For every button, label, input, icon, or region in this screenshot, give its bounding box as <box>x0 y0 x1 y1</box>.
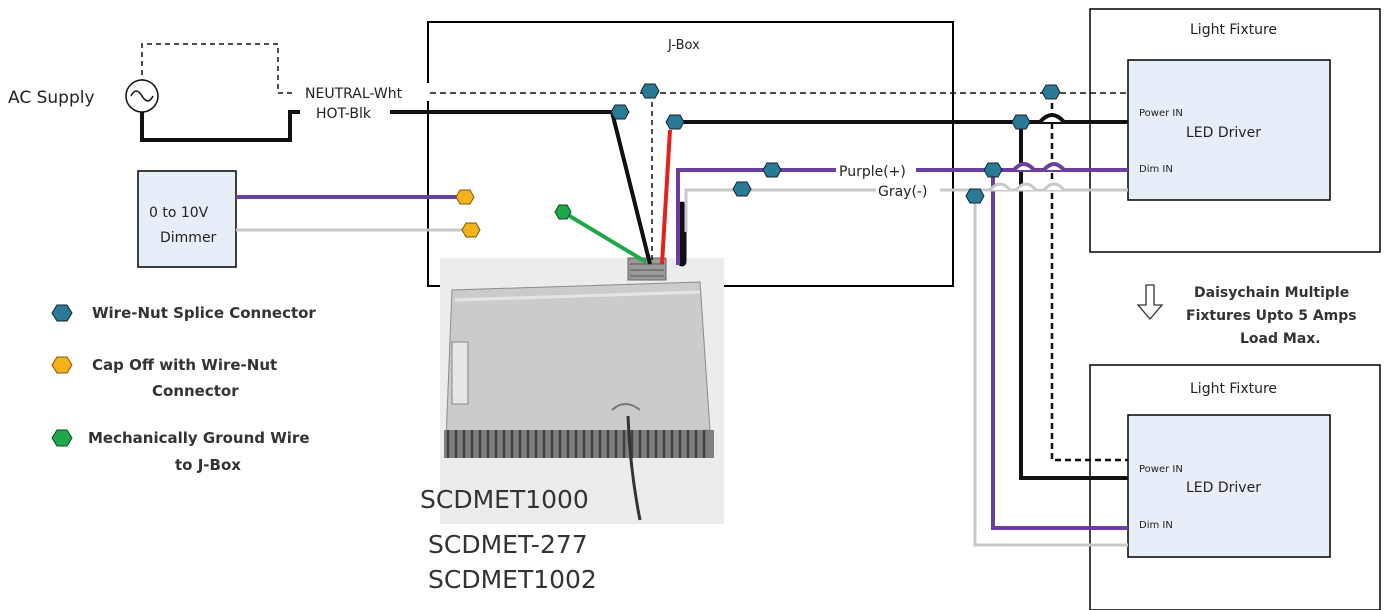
ac-supply-label: AC Supply <box>8 88 95 108</box>
splice-connector <box>983 162 1003 178</box>
light-fixture-bottom <box>1089 364 1381 610</box>
daisychain-line3: Load Max. <box>1240 331 1321 347</box>
down-arrow-icon <box>1136 284 1164 320</box>
splice-connector <box>732 181 752 197</box>
splice-connector <box>1041 84 1061 100</box>
model-name-3: SCDMET1002 <box>428 565 597 594</box>
dimmer-box <box>137 170 237 268</box>
legend-ground-text: Mechanically Ground Wire <box>88 429 310 447</box>
legend-ground-icon <box>51 429 73 447</box>
splice-connector <box>762 162 782 178</box>
splice-connector <box>965 188 985 204</box>
hot-label: HOT-Blk <box>316 106 372 122</box>
dimmer-line1: 0 to 10V <box>149 205 209 221</box>
legend-cap-text-2: Connector <box>152 382 239 400</box>
cap-connector <box>461 222 481 238</box>
model-name-2: SCDMET-277 <box>428 530 588 559</box>
gray-label: Gray(-) <box>878 184 927 200</box>
fixture-top-driver: LED Driver <box>1186 125 1261 141</box>
splice-connector <box>610 104 630 120</box>
splice-connector <box>1011 114 1031 130</box>
model-name-1: SCDMET1000 <box>420 485 589 514</box>
ground-wire <box>561 210 648 264</box>
fixture-top-dim-in: Dim IN <box>1139 164 1173 175</box>
purple-wire <box>236 162 1128 530</box>
legend-ground-text-2: to J-Box <box>175 456 241 474</box>
j-box-title: J-Box <box>667 38 700 53</box>
led-driver-top <box>1127 59 1331 201</box>
legend: Wire-Nut Splice Connector Cap Off with W… <box>51 304 316 474</box>
fixture-top-power-in: Power IN <box>1139 108 1183 119</box>
cap-connector <box>455 189 475 205</box>
led-driver-bottom <box>1127 414 1331 558</box>
neutral-label: NEUTRAL-Wht <box>305 86 403 102</box>
light-fixture-top <box>1089 8 1381 253</box>
legend-cap-icon <box>51 356 73 374</box>
fixture-bottom-dim-in: Dim IN <box>1139 520 1173 531</box>
module-photo <box>440 257 724 524</box>
purple-label: Purple(+) <box>839 164 906 180</box>
daisychain-note: Daisychain Multiple Fixtures Upto 5 Amps… <box>1136 284 1357 347</box>
daisychain-line1: Daisychain Multiple <box>1194 285 1349 301</box>
red-wire <box>660 129 672 265</box>
ground-connector <box>554 204 572 220</box>
legend-splice-icon <box>51 304 73 322</box>
fixture-bottom-power-in: Power IN <box>1139 464 1183 475</box>
daisychain-line2: Fixtures Upto 5 Amps <box>1186 308 1357 324</box>
legend-cap-text: Cap Off with Wire-Nut <box>92 356 277 374</box>
j-box <box>427 21 954 287</box>
fixture-bottom-title: Light Fixture <box>1190 381 1277 397</box>
fixture-bottom-driver: LED Driver <box>1186 480 1261 496</box>
dimmer-line2: Dimmer <box>160 230 217 246</box>
fixture-top-title: Light Fixture <box>1190 22 1277 38</box>
legend-splice-text: Wire-Nut Splice Connector <box>92 304 316 322</box>
neutral-wire <box>430 92 1128 462</box>
connectors <box>455 83 1061 238</box>
splice-connector <box>640 83 660 99</box>
splice-connector <box>665 114 685 130</box>
hot-wire <box>430 110 1128 480</box>
